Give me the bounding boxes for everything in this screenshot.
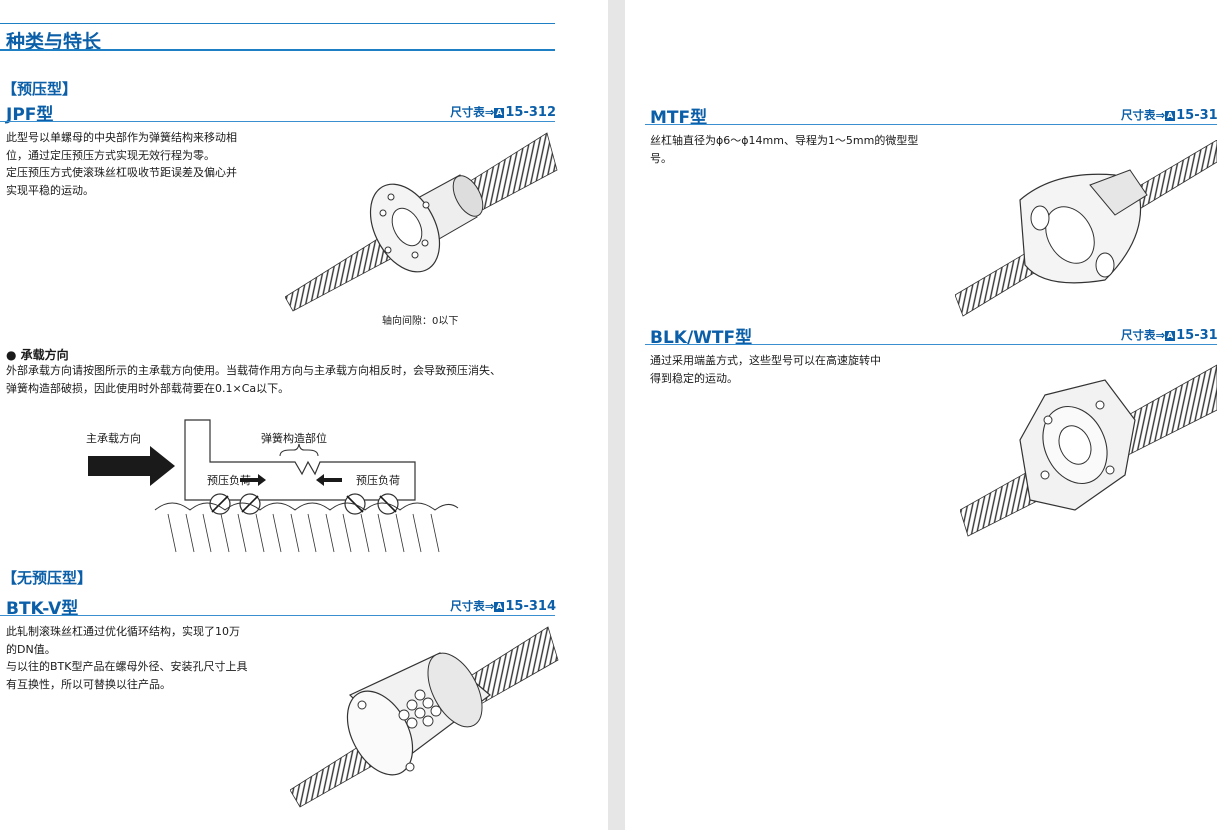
mtf-description: 丝杠轴直径为ϕ6～ϕ14mm、导程为1～5mm的微型型 号。	[650, 132, 950, 167]
main-load-arrow	[88, 446, 175, 486]
blk-model-title: BLK/WTF型	[650, 328, 753, 348]
blk-ballscrew-illustration	[960, 364, 1217, 537]
desc-line: 此轧制滚珠丝杠通过优化循环结构，实现了10万	[6, 625, 240, 638]
jpf-ballscrew-illustration	[285, 132, 558, 312]
catalog-a-icon: A	[494, 602, 505, 612]
ref-prefix: 尺寸表⇒	[1121, 328, 1166, 342]
desc-line: 号。	[650, 151, 672, 165]
ref-number: 15-31	[1176, 328, 1217, 343]
title-rule	[0, 49, 555, 51]
desc-line: 丝杠轴直径为ϕ6～ϕ14mm、导程为1～5mm的微型型	[650, 134, 919, 147]
section-preload-heading: 【预压型】	[2, 80, 78, 98]
desc-line: 定压预压方式使滚珠丝杠吸收节距误差及偏心并	[6, 166, 237, 179]
ref-prefix: 尺寸表⇒	[1121, 108, 1166, 122]
catalog-a-icon: A	[494, 108, 505, 118]
ref-number: 15-314	[505, 599, 556, 614]
mtf-model-title: MTF型	[650, 108, 708, 128]
jpf-rule	[0, 121, 555, 122]
ref-prefix: 尺寸表⇒	[450, 105, 495, 119]
desc-line: 的DN值。	[6, 642, 56, 656]
desc-line: 此型号以单螺母的中央部作为弹簧结构来移动相	[6, 131, 237, 144]
ref-prefix: 尺寸表⇒	[450, 599, 495, 613]
desc-line: 位，通过定压预压方式实现无效行程为零。	[6, 148, 215, 162]
preload-right-label: 预压负荷	[356, 474, 400, 487]
btk-rule	[0, 615, 555, 616]
mtf-ballscrew-illustration	[955, 140, 1217, 317]
ref-number: 15-312	[505, 105, 556, 120]
ref-number: 15-31	[1176, 108, 1217, 123]
mtf-rule	[645, 124, 1217, 125]
top-rule	[0, 23, 555, 24]
spring-structure-label: 弹簧构造部位	[261, 432, 327, 445]
text-line: 弹簧构造部破损，因此使用时外部载荷要在0.1×Ca以下。	[6, 381, 290, 395]
btk-description: 此轧制滚珠丝杠通过优化循环结构，实现了10万 的DN值。 与以往的BTK型产品在…	[6, 623, 286, 693]
main-load-label: 主承载方向	[86, 432, 141, 445]
jpf-model-title: JPF型	[6, 105, 54, 125]
catalog-a-icon: A	[1165, 111, 1176, 121]
preload-left-label: 预压负荷	[207, 474, 251, 487]
desc-line: 有互换性，所以可替换以往产品。	[6, 677, 171, 691]
section-nopreload-heading: 【无预压型】	[2, 569, 93, 587]
desc-line: 得到稳定的运动。	[650, 371, 738, 385]
btk-model-title: BTK-V型	[6, 599, 79, 619]
page-gutter	[608, 0, 625, 830]
page-title: 种类与特长	[6, 31, 102, 53]
desc-line: 实现平稳的运动。	[6, 183, 94, 197]
desc-line: 通过采用端盖方式，这些型号可以在高速旋转中	[650, 354, 881, 367]
blk-description: 通过采用端盖方式，这些型号可以在高速旋转中 得到稳定的运动。	[650, 352, 950, 387]
btk-ballscrew-illustration	[290, 626, 559, 808]
load-direction-text: 外部承载方向请按图所示的主承载方向使用。当载荷作用方向与主承载方向相反时，会导致…	[6, 362, 566, 397]
catalog-a-icon: A	[1165, 331, 1176, 341]
text-line: 外部承载方向请按图所示的主承载方向使用。当载荷作用方向与主承载方向相反时，会导致…	[6, 364, 501, 377]
jpf-description: 此型号以单螺母的中央部作为弹簧结构来移动相 位，通过定压预压方式实现无效行程为零…	[6, 129, 286, 199]
load-direction-heading: ● 承载方向	[6, 348, 69, 362]
load-direction-diagram	[88, 419, 459, 553]
jpf-caption: 轴向间隙：0以下	[382, 316, 459, 327]
blk-rule	[645, 344, 1217, 345]
desc-line: 与以往的BTK型产品在螺母外径、安装孔尺寸上具	[6, 660, 248, 673]
